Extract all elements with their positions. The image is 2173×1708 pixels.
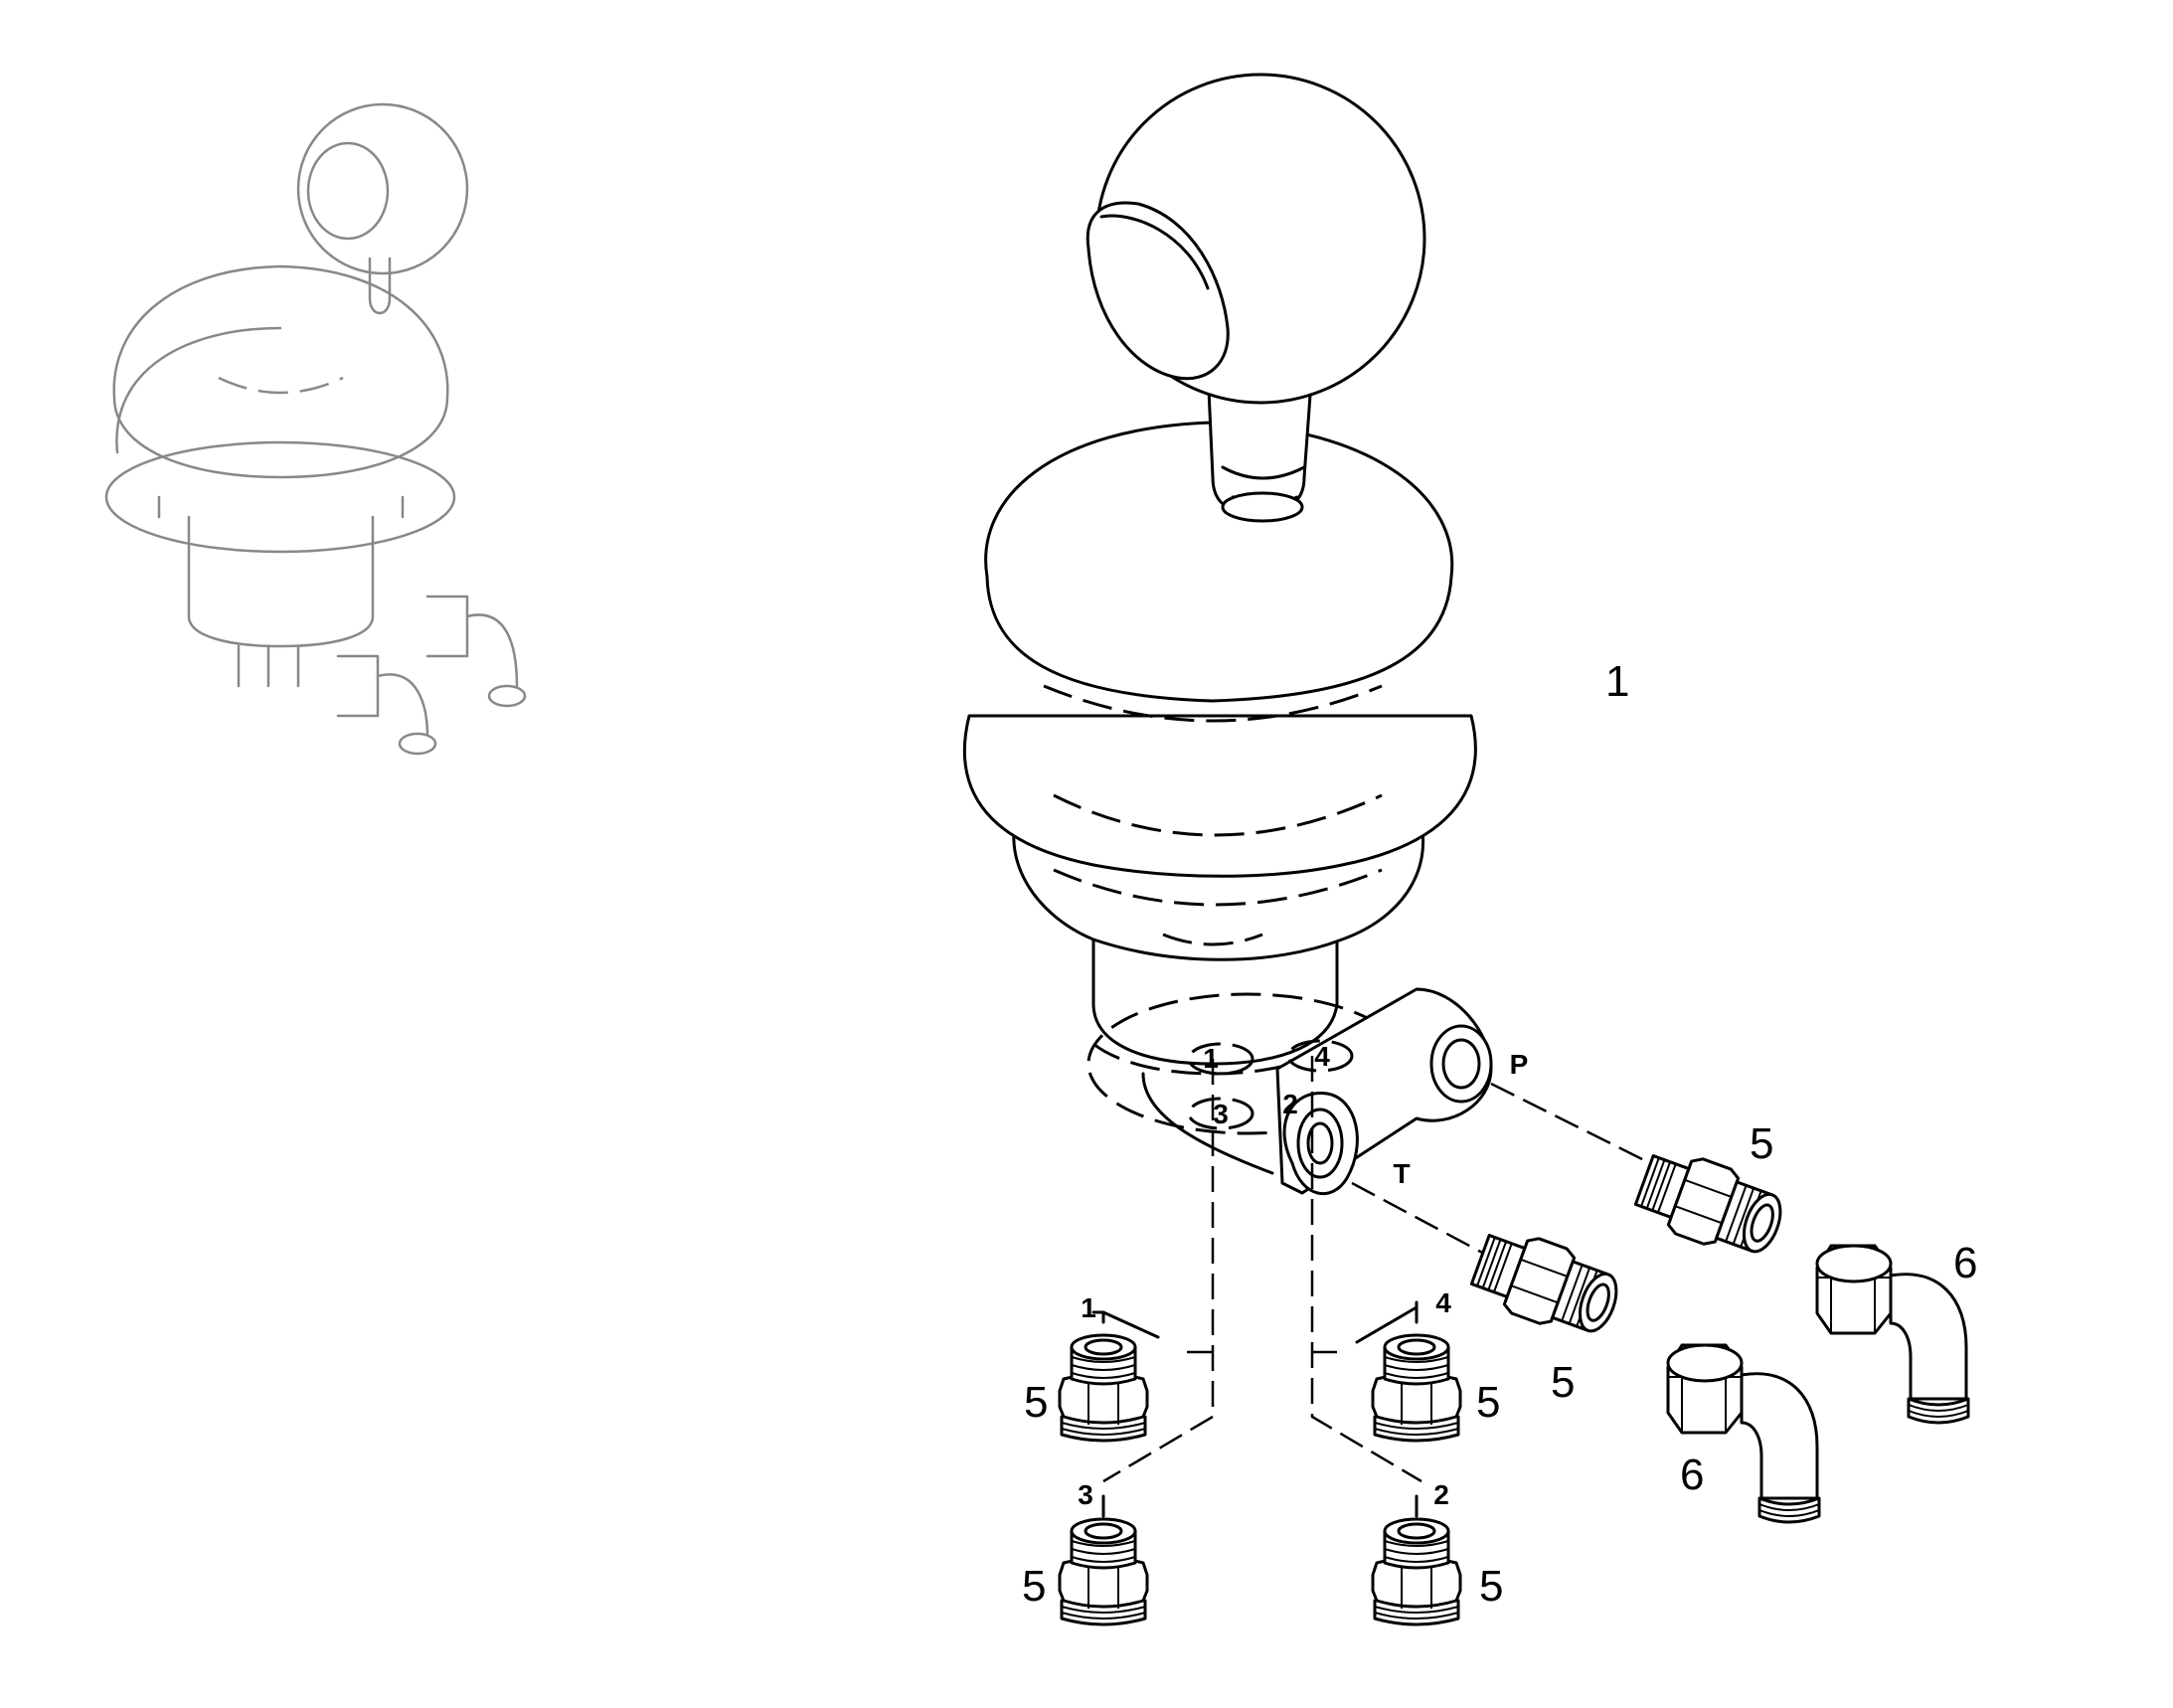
callout-joystick: 1	[1605, 657, 1629, 706]
fitting-port-t	[1465, 1220, 1628, 1347]
callout-fitting-2: 5	[1479, 1562, 1503, 1611]
body-port-3-label: 3	[1213, 1099, 1229, 1129]
callout-fitting-1: 5	[1024, 1378, 1048, 1427]
fitting-port-2	[1371, 1494, 1462, 1626]
callout-elbow-upper: 6	[1953, 1239, 1977, 1287]
fitting-port-1-label: 1	[1081, 1292, 1096, 1323]
callout-fitting-3: 5	[1022, 1562, 1046, 1611]
body-port-2-label: 2	[1282, 1089, 1298, 1119]
leader-lines	[1102, 1056, 1671, 1483]
fitting-port-4-label: 4	[1435, 1287, 1451, 1318]
callout-elbow-lower: 6	[1680, 1451, 1704, 1499]
elbow-fitting-upper	[1815, 1244, 1970, 1425]
fitting-port-3-label: 3	[1078, 1479, 1093, 1510]
fitting-port-3	[1058, 1494, 1149, 1626]
callout-fitting-4: 5	[1476, 1378, 1500, 1427]
fitting-port-2-label: 2	[1433, 1479, 1449, 1510]
port-t-label: T	[1393, 1158, 1410, 1189]
port-p-label: P	[1510, 1049, 1529, 1080]
fitting-port-1	[1058, 1310, 1160, 1443]
joystick-assembly	[963, 73, 1493, 1196]
overview-thumbnail	[104, 102, 527, 756]
callout-fitting-p: 5	[1750, 1119, 1773, 1168]
callout-fitting-t: 5	[1551, 1358, 1575, 1407]
fitting-port-4	[1355, 1300, 1462, 1443]
body-port-1-label: 1	[1203, 1043, 1219, 1074]
body-port-4-label: 4	[1314, 1041, 1330, 1072]
